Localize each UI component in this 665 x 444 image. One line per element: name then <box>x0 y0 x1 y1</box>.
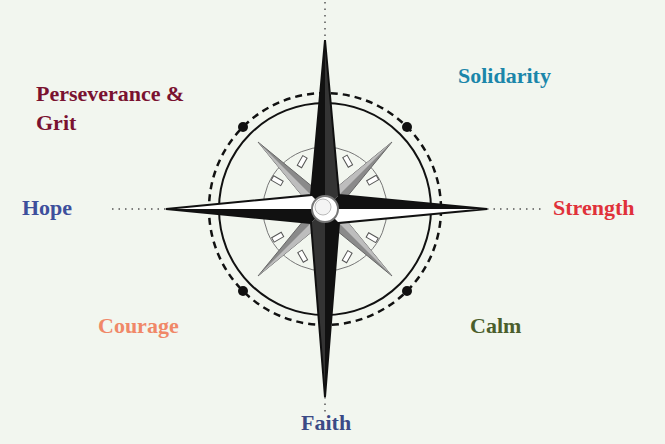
value-label: Faith <box>301 409 351 438</box>
value-label: Perseverance & Grit <box>36 80 221 137</box>
value-label: Strength <box>553 194 635 223</box>
value-label: Courage <box>98 312 179 341</box>
value-label: Hope <box>22 194 72 223</box>
value-label: Solidarity <box>458 62 551 91</box>
value-label: Calm <box>470 312 521 341</box>
